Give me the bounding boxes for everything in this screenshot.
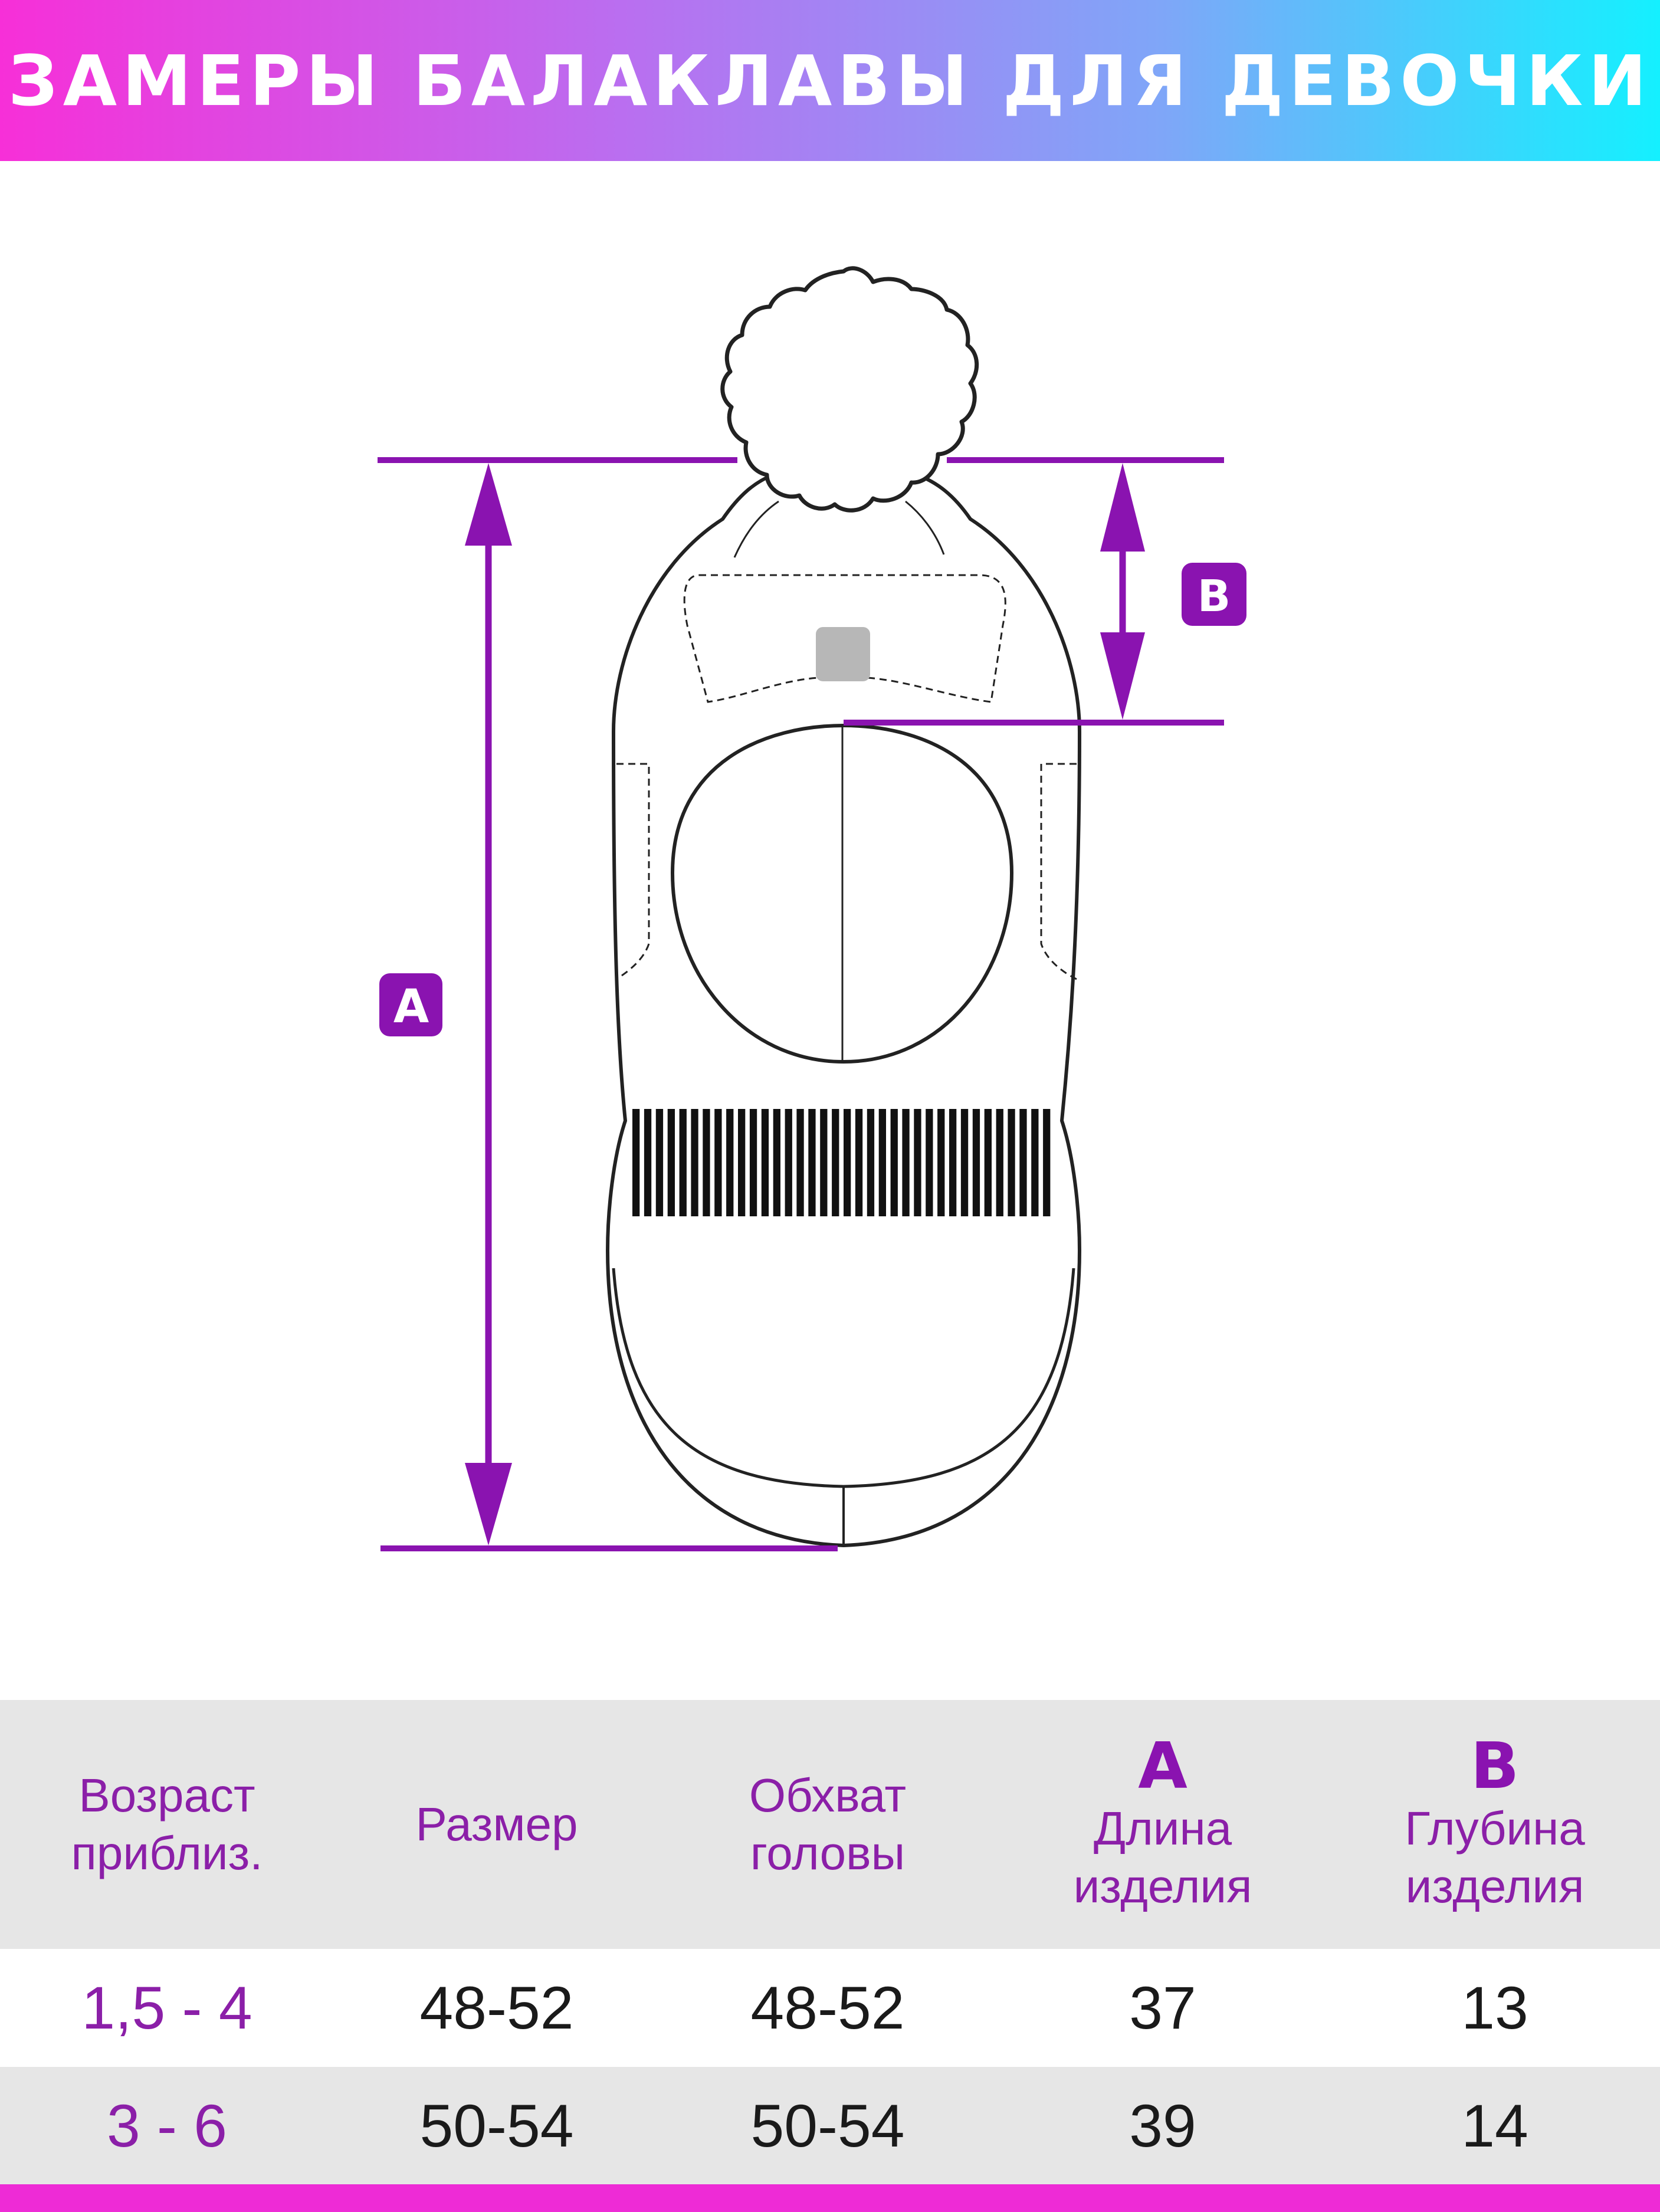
cell-length: 37 xyxy=(1129,1974,1196,2042)
header-depth-label: Глубина изделия xyxy=(1405,1802,1585,1912)
header-head-girth-label: Обхват головы xyxy=(749,1769,907,1879)
table-header-row: Возраст приблиз. Размер Обхват головы A … xyxy=(0,1700,1660,1949)
header-depth: B Глубина изделия xyxy=(1330,1700,1660,1949)
header-age-label: Возраст приблиз. xyxy=(71,1769,263,1879)
face-opening xyxy=(670,723,1014,1064)
header-size-label: Размер xyxy=(415,1798,578,1850)
badge-b: B xyxy=(1182,563,1246,626)
cell-head-girth: 48-52 xyxy=(750,1974,905,2042)
header-age: Возраст приблиз. xyxy=(0,1700,334,1949)
bottom-bar xyxy=(0,2184,1660,2212)
table-row: 3 - 6 50-54 50-54 39 14 xyxy=(0,2067,1660,2185)
header-size: Размер xyxy=(334,1700,660,1949)
title-banner: ЗАМЕРЫ БАЛАКЛАВЫ ДЛЯ ДЕВОЧКИ xyxy=(0,0,1660,161)
cell-depth: 13 xyxy=(1461,1974,1528,2042)
header-length: A Длина изделия xyxy=(996,1700,1330,1949)
dimension-lines xyxy=(378,457,1224,1551)
crown-seam xyxy=(905,500,945,555)
header-depth-letter: B xyxy=(1470,1729,1520,1803)
dimension-b-arrow xyxy=(1100,463,1145,720)
cell-head-girth: 50-54 xyxy=(750,2092,905,2160)
pompom xyxy=(720,266,979,513)
badge-a: A xyxy=(379,973,442,1036)
header-length-label: Длина изделия xyxy=(1073,1802,1252,1912)
cell-length: 39 xyxy=(1129,2092,1196,2160)
cell-depth: 14 xyxy=(1461,2092,1528,2160)
balaclava-diagram: A B xyxy=(378,266,1246,1551)
badge-b-label: B xyxy=(1198,571,1231,622)
badge-a-label: A xyxy=(393,980,429,1033)
logo-patch xyxy=(816,627,870,681)
header-length-letter: A xyxy=(1138,1729,1187,1803)
dimension-a-arrow xyxy=(465,463,512,1545)
side-detail-left xyxy=(616,763,650,980)
cell-age: 1,5 - 4 xyxy=(81,1974,252,2042)
crown-seam xyxy=(733,500,779,558)
cell-age: 3 - 6 xyxy=(106,2092,228,2160)
table-row: 1,5 - 4 48-52 48-52 37 13 xyxy=(0,1949,1660,2067)
page-title: ЗАМЕРЫ БАЛАКЛАВЫ ДЛЯ ДЕВОЧКИ xyxy=(8,40,1652,122)
cell-size: 48-52 xyxy=(419,1974,574,2042)
header-head-girth: Обхват головы xyxy=(660,1700,996,1949)
side-detail-right xyxy=(1040,763,1077,980)
ribbed-band xyxy=(632,1109,1055,1216)
cell-size: 50-54 xyxy=(419,2092,574,2160)
